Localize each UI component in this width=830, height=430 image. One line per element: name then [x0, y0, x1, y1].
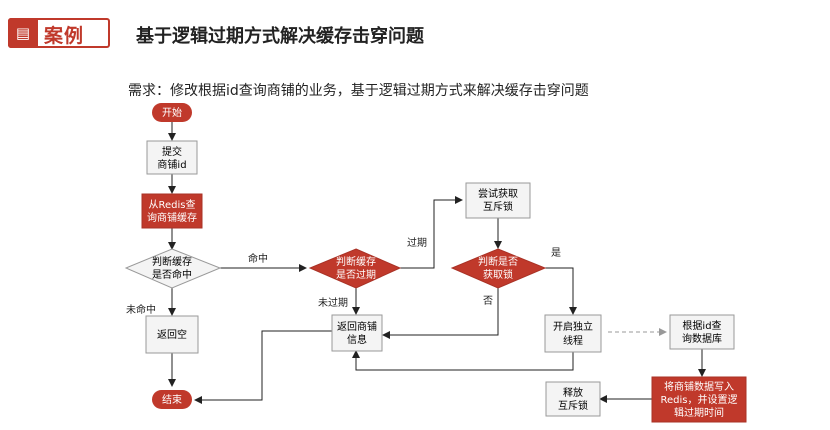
edge-label-hit: 命中	[248, 252, 268, 265]
node-query-redis: 从Redis查 询商铺缓存	[141, 193, 203, 229]
edge-lockcheck-thread	[545, 267, 577, 315]
header: ▤ 案例 基于逻辑过期方式解决缓存击穿问题	[8, 12, 808, 48]
node-try-lock-line2: 互斥锁	[483, 200, 513, 213]
page-title: 基于逻辑过期方式解决缓存击穿问题	[136, 26, 424, 47]
edge-return-end	[194, 330, 332, 404]
node-submit-id-line1: 提交	[162, 145, 182, 158]
node-return-empty-label: 返回空	[157, 328, 187, 341]
node-return-info-line2: 信息	[347, 333, 367, 346]
node-release-lock: 释放 互斥锁	[545, 381, 601, 417]
node-hit-check-line1: 判断缓存	[152, 255, 192, 268]
node-return-info: 返回商铺 信息	[331, 314, 383, 352]
node-query-db-line1: 根据id查	[682, 319, 721, 332]
node-try-lock: 尝试获取 互斥锁	[465, 182, 531, 219]
node-open-thread: 开启独立 线程	[544, 314, 602, 353]
node-query-db: 根据id查 询数据库	[669, 314, 735, 350]
node-hit-check: 判断缓存 是否命中	[124, 248, 222, 289]
node-end: 结束	[152, 390, 192, 409]
node-expire-check: 判断缓存 是否过期	[308, 248, 402, 289]
edge-expire-trylock	[400, 196, 463, 269]
node-end-label: 结束	[162, 393, 182, 406]
node-write-redis-line3: 辑过期时间	[674, 406, 724, 419]
edge-label-not-expired: 未过期	[318, 296, 348, 309]
node-expire-check-line1: 判断缓存	[336, 255, 376, 268]
node-query-redis-line2: 询商铺缓存	[147, 211, 197, 224]
node-hit-check-line2: 是否命中	[152, 268, 192, 281]
node-write-redis-line1: 将商铺数据写入	[664, 380, 734, 393]
document-icon: ▤	[8, 18, 38, 48]
node-lock-check-line2: 获取锁	[483, 268, 513, 281]
node-submit-id-line2: 商铺id	[157, 158, 186, 171]
node-lock-check: 判断是否 获取锁	[450, 248, 547, 289]
node-submit-id: 提交 商铺id	[146, 140, 198, 175]
case-tag: ▤ 案例	[8, 18, 110, 48]
node-start-label: 开始	[162, 106, 182, 119]
node-query-db-line2: 询数据库	[682, 332, 722, 345]
edge-label-yes: 是	[551, 247, 561, 259]
node-release-lock-line1: 释放	[563, 386, 583, 399]
node-open-thread-line2: 线程	[563, 334, 583, 347]
case-label: 案例	[44, 25, 85, 47]
node-lock-check-line1: 判断是否	[478, 255, 518, 268]
node-release-lock-line2: 互斥锁	[558, 399, 588, 412]
edge-label-expired: 过期	[407, 236, 427, 249]
node-try-lock-line1: 尝试获取	[478, 187, 518, 200]
edge-lockcheck-return	[382, 288, 499, 339]
node-write-redis-line2: Redis，并设置逻	[661, 393, 738, 406]
edge-label-miss: 未命中	[126, 303, 156, 316]
node-query-redis-line1: 从Redis查	[149, 198, 196, 211]
requirement-text: 需求：修改根据id查询商铺的业务，基于逻辑过期方式来解决缓存击穿问题	[128, 83, 589, 99]
node-return-empty: 返回空	[145, 315, 199, 354]
edge-label-no: 否	[483, 295, 493, 307]
node-start: 开始	[152, 103, 192, 122]
node-open-thread-line1: 开启独立	[553, 320, 593, 333]
node-write-redis: 将商铺数据写入 Redis，并设置逻 辑过期时间	[651, 376, 747, 423]
node-expire-check-line2: 是否过期	[336, 268, 376, 281]
node-return-info-line1: 返回商铺	[337, 320, 377, 333]
edge-thread-return	[352, 350, 574, 371]
edges	[168, 122, 706, 404]
